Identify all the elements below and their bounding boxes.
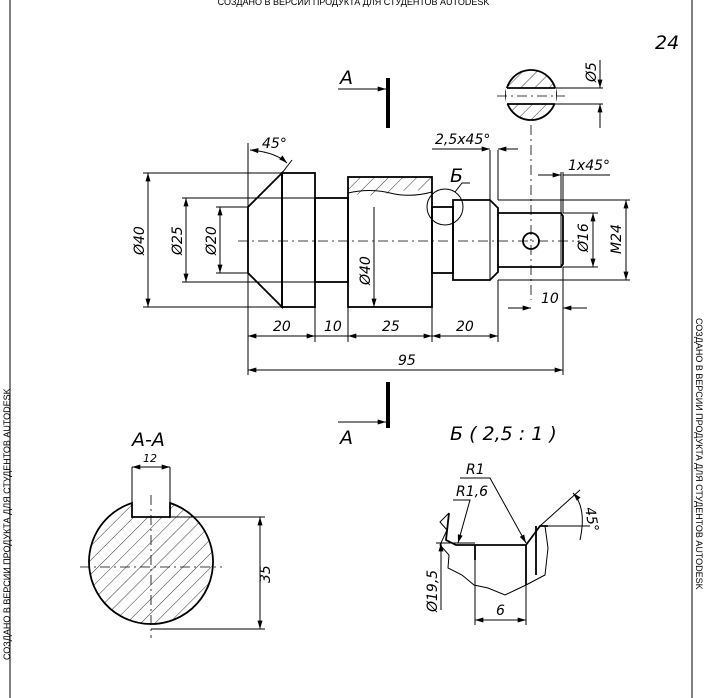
detail-b: Б ( 2,5 : 1 ) R1 R1,6 45° Ø19,5 6 <box>425 423 601 625</box>
dim-m24: M24 <box>609 224 625 254</box>
dim-d25: Ø25 <box>170 226 186 256</box>
dim-len-10: 10 <box>324 319 342 335</box>
dim-key-12: 12 <box>143 452 157 465</box>
dim-chamfer-1: 1x45° <box>568 158 610 174</box>
dim-d40-mid: Ø40 <box>358 256 374 286</box>
dim-45: 45° <box>262 136 287 152</box>
dim-hole-d5: Ø5 <box>584 62 600 83</box>
section-mark-bottom: A <box>338 427 353 449</box>
detail-mark-b: Б <box>450 165 463 187</box>
dim-len-25: 25 <box>382 319 400 335</box>
main-dimensions: 45° Ø40 Ø25 Ø20 Ø40 20 10 25 20 95 <box>132 132 630 375</box>
shaft-main-view: Б <box>238 125 580 310</box>
section-mark-top: A <box>338 67 353 89</box>
dim-len-20b: 20 <box>456 319 474 335</box>
dim-hole-10: 10 <box>541 291 559 307</box>
dim-6: 6 <box>496 603 505 619</box>
dim-detail-45: 45° <box>581 506 601 533</box>
dim-r1-6: R1,6 <box>456 484 488 500</box>
dim-35: 35 <box>258 565 274 583</box>
section-aa-title: A-A <box>130 429 165 451</box>
section-a-a: A-A 12 35 <box>80 429 274 638</box>
dim-d40-left: Ø40 <box>132 226 148 256</box>
section-marks: A A <box>338 67 390 449</box>
dim-len-95: 95 <box>398 353 416 369</box>
dim-chamfer-2-5: 2,5x45° <box>435 132 490 148</box>
dim-len-20a: 20 <box>273 319 291 335</box>
dim-d20: Ø20 <box>204 226 220 256</box>
dim-d19-5: Ø19,5 <box>425 570 441 613</box>
dim-r1: R1 <box>466 462 485 478</box>
sheet-number: 24 <box>655 32 680 54</box>
detail-b-title: Б ( 2,5 : 1 ) <box>450 423 557 445</box>
hole-section: Ø5 <box>497 60 603 128</box>
watermark-top: СОЗДАНО В ВЕРСИИ ПРОДУКТА ДЛЯ СТУДЕНТОВ … <box>217 0 490 7</box>
dim-d16: Ø16 <box>576 223 592 253</box>
